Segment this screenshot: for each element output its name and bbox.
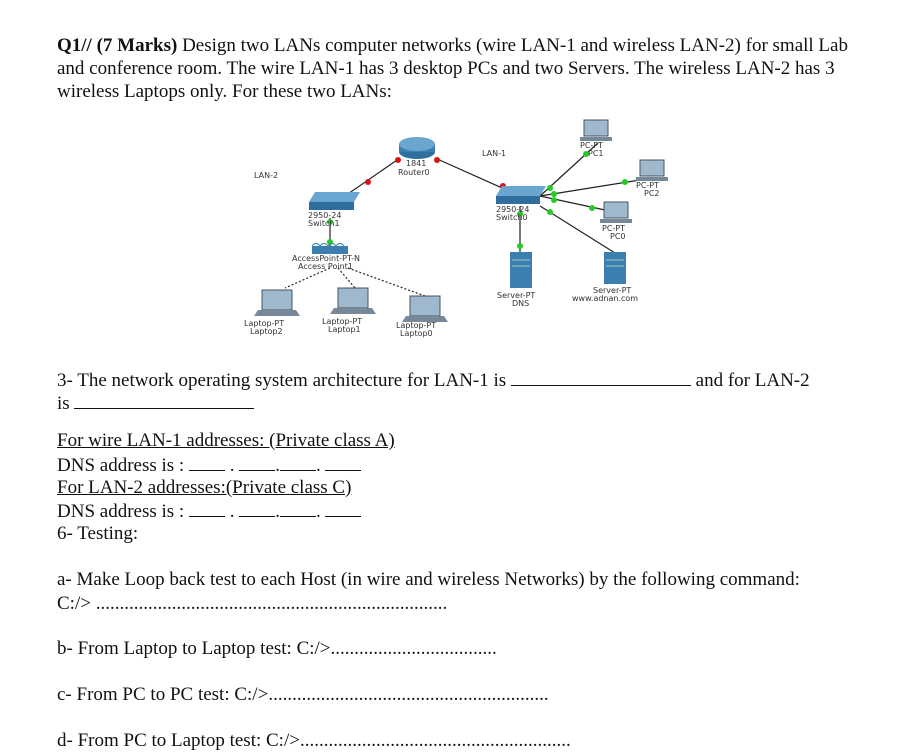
pc2-icon: PC-PT PC2: [636, 159, 668, 198]
laptop1-type: Laptop-PT: [322, 317, 362, 326]
router-icon: 1841 Router0: [398, 137, 435, 177]
question-text: Q1// (7 Marks) Design two LANs computer …: [57, 34, 857, 103]
test-b-dots[interactable]: ...................................: [330, 638, 497, 659]
server-web-icon: Server-PT www.adnan.com: [572, 252, 638, 303]
router-model: 1841: [406, 159, 426, 168]
dns1-line: DNS address is : . ..: [57, 454, 362, 477]
link-status-dots: [327, 151, 628, 249]
server-web-type: Server-PT: [593, 286, 631, 295]
pc0-type: PC-PT: [602, 224, 625, 233]
test-b-text: b- From Laptop to Laptop test: C:/>: [57, 638, 331, 659]
test-c-dots[interactable]: ........................................…: [268, 684, 549, 705]
q3-blank-2[interactable]: [74, 392, 255, 409]
ap-model: AccessPoint-PT-N: [292, 254, 360, 263]
test-c-line: c- From PC to PC test: C:/>.............…: [57, 684, 549, 706]
switch0-model: 2950-24: [496, 205, 529, 214]
network-diagram: 1841 Router0 2950-24 Switch1 2950-24 Swi…: [244, 119, 668, 338]
lan2-addresses-heading: For LAN-2 addresses:(Private class C): [57, 477, 352, 498]
pc0-name: PC0: [610, 232, 626, 241]
dns1-octet-1[interactable]: [188, 454, 225, 471]
test-d-line: d- From PC to Laptop test: C:/>.........…: [57, 730, 571, 752]
test-d-text: d- From PC to Laptop test: C:/>: [57, 730, 300, 751]
test-a-text: a- Make Loop back test to each Host (in …: [57, 569, 800, 590]
test-a-dots[interactable]: ........................................…: [95, 593, 448, 614]
access-point-icon: AccessPoint-PT-N Access Point1: [292, 243, 360, 271]
pc2-type: PC-PT: [636, 181, 659, 190]
laptop2-icon: Laptop-PT Laptop2: [244, 289, 300, 336]
lan2-label: LAN-2: [254, 171, 278, 180]
switch1-name: Switch1: [308, 219, 340, 228]
router-name: Router0: [398, 168, 430, 177]
dns2-line: DNS address is : . ..: [57, 500, 362, 523]
dns1-label: DNS address is :: [57, 455, 185, 476]
server-dns-name: DNS: [512, 299, 529, 308]
pc1-type: PC-PT: [580, 141, 603, 150]
switch1-model: 2950-24: [308, 211, 341, 220]
laptop2-name: Laptop2: [250, 327, 283, 336]
dns1-octet-4[interactable]: [325, 454, 362, 471]
pc1-icon: PC-PT PC1: [580, 119, 612, 158]
laptop1-icon: Laptop-PT Laptop1: [322, 287, 376, 334]
dns1-octet-2[interactable]: [239, 454, 276, 471]
dns2-octet-3[interactable]: [279, 500, 316, 517]
server-web-name: www.adnan.com: [572, 294, 638, 303]
q3-blank-1[interactable]: [510, 369, 691, 386]
test-b-line: b- From Laptop to Laptop test: C:/>.....…: [57, 638, 497, 660]
test-d-dots[interactable]: ........................................…: [299, 730, 571, 751]
q3-after: and for LAN-2: [695, 370, 810, 391]
dns1-octet-3[interactable]: [279, 454, 316, 471]
switch0-name: Switch0: [496, 213, 528, 222]
dns2-octet-1[interactable]: [188, 500, 225, 517]
question-marks: (7 Marks): [96, 35, 178, 56]
laptop2-type: Laptop-PT: [244, 319, 284, 328]
laptop0-name: Laptop0: [400, 329, 433, 338]
q3-line-2: is: [57, 392, 255, 415]
question-number: Q1//: [57, 35, 92, 56]
switch1-icon: 2950-24 Switch1: [308, 192, 360, 228]
q3-text: 3- The network operating system architec…: [57, 370, 507, 391]
dns2-octet-2[interactable]: [239, 500, 276, 517]
dns2-label: DNS address is :: [57, 501, 185, 522]
server-dns-type: Server-PT: [497, 291, 535, 300]
pc2-name: PC2: [644, 189, 660, 198]
test-a-answer: C:/> ...................................…: [57, 593, 447, 615]
question-body: Design two LANs computer networks (wire …: [57, 35, 848, 102]
lan1-addresses-heading: For wire LAN-1 addresses: (Private class…: [57, 430, 395, 451]
server-dns-icon: Server-PT DNS: [497, 252, 535, 308]
pc1-name: PC1: [588, 149, 604, 158]
ap-name: Access Point1: [298, 262, 353, 271]
testing-heading: 6- Testing:: [57, 523, 139, 544]
q3-line: 3- The network operating system architec…: [57, 369, 810, 392]
switch0-icon: 2950-24 Switch0: [496, 186, 546, 222]
test-c-text: c- From PC to PC test: C:/>: [57, 684, 269, 705]
laptop1-name: Laptop1: [328, 325, 361, 334]
laptop0-type: Laptop-PT: [396, 321, 436, 330]
dns2-octet-4[interactable]: [325, 500, 362, 517]
lan1-label: LAN-1: [482, 149, 506, 158]
laptop0-icon: Laptop-PT Laptop0: [396, 295, 448, 338]
test-a-prompt: C:/>: [57, 593, 91, 614]
pc0-icon: PC-PT PC0: [600, 201, 632, 241]
q3-is: is: [57, 393, 70, 414]
